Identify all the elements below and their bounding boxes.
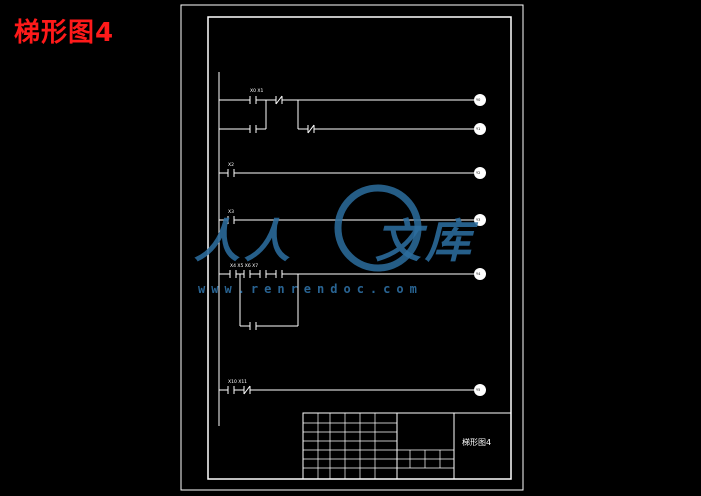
rung-2-label: X2 (228, 163, 234, 168)
coil-y0 (474, 94, 486, 106)
rung-5 (219, 384, 486, 396)
coil-y5 (474, 384, 486, 396)
title-block (302, 412, 512, 480)
coil-y4 (474, 268, 486, 280)
coil-y1-label: Y1 (476, 127, 481, 131)
coil-y2-label: Y2 (476, 171, 481, 175)
watermark-ring (334, 184, 422, 272)
watermark-cn-right: 文库 (375, 214, 475, 268)
title-block-name: 梯形图4 (462, 438, 492, 447)
rung-1-label: X0 X1 (250, 89, 264, 94)
coil-y0-label: Y0 (476, 98, 481, 102)
rung-1 (219, 94, 486, 135)
rung-3-label: X3 (228, 210, 234, 215)
coil-y4-label: Y4 (476, 272, 481, 276)
coil-y3-label: Y3 (476, 218, 481, 222)
page-heading: 梯形图4 (14, 18, 115, 48)
watermark-cn-left: 人人 (194, 214, 294, 268)
rung-4-label: X4 X5 X6 X7 (230, 264, 259, 269)
watermark-site: www.renrendoc.com (198, 282, 423, 296)
sheet-outer-border (180, 4, 524, 491)
coil-y1 (474, 123, 486, 135)
rung-5-label: X10 X11 (228, 380, 248, 385)
coil-y5-label: Y5 (476, 388, 481, 392)
rung-2 (219, 167, 486, 179)
coil-y3 (474, 214, 486, 226)
rung-3 (219, 214, 486, 226)
coil-y2 (474, 167, 486, 179)
rung-4 (219, 268, 486, 330)
